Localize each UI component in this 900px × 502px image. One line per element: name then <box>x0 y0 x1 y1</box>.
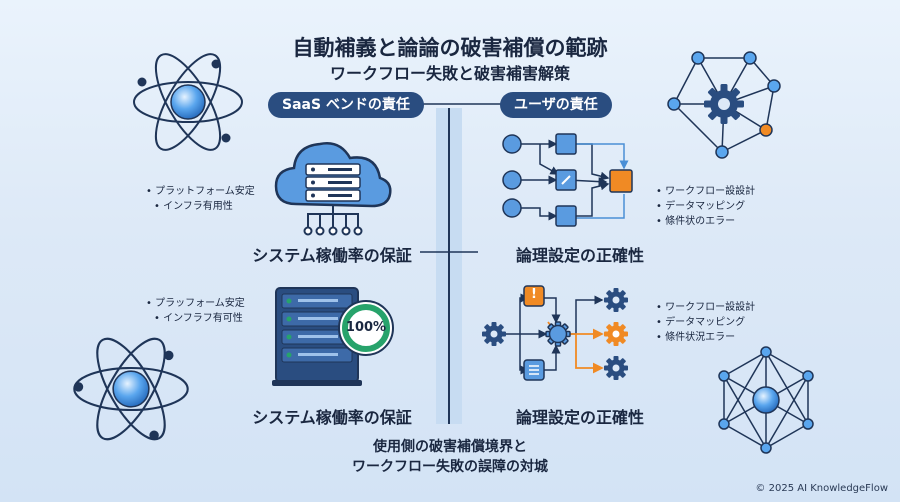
server-rack-icon <box>272 287 362 386</box>
atom-icon <box>133 53 243 151</box>
workflow-failure-diagram <box>482 285 628 381</box>
user-header: ユーザの責任 <box>500 92 612 118</box>
list-item: 條件状のエラー <box>656 214 755 229</box>
page-subtitle: ワークフロー失敗と破害補害解策 <box>329 64 570 83</box>
network-mesh-icon <box>718 346 814 454</box>
left-bottom-caption: システム稼働率の保証 <box>252 408 412 427</box>
network-gear-icon <box>667 51 781 159</box>
list-item: インフラ有用性 <box>146 199 255 214</box>
alert-icon: ! <box>531 287 537 302</box>
page-title: 自動補義と論論の破害補償の範跡 <box>292 36 608 60</box>
atom-icon <box>73 337 189 441</box>
right-top-caption: 論理設定の正確性 <box>515 246 644 265</box>
bottom-text-line-2: ワークフロー失敗の誤障の対城 <box>352 459 548 475</box>
saas-vendor-header: SaaS ベンドの責任 <box>268 92 424 118</box>
list-item: データマッピング <box>656 199 755 214</box>
copyright-footer: © 2025 AI KnowledgeFlow <box>755 483 888 494</box>
left-top-caption: システム稼働率の保証 <box>252 246 412 265</box>
list-item: ワークフロー設設計 <box>656 184 755 199</box>
uptime-gauge <box>338 300 394 356</box>
list-item: データマッピング <box>656 315 755 330</box>
right-bottom-caption: 論理設定の正確性 <box>515 408 644 427</box>
left-bottom-bullets: プラッフォーム安定 インフラフ有可性 <box>146 296 245 326</box>
list-item: 條件状況エラー <box>656 330 755 345</box>
right-top-bullets: ワークフロー設設計 データマッピング 條件状のエラー <box>656 184 755 229</box>
list-item: プラッフォーム安定 <box>146 296 245 311</box>
uptime-badge: 100% <box>345 320 387 335</box>
left-top-bullets: プラットフォーム安定 インフラ有用性 <box>146 184 255 214</box>
bottom-text-line-1: 使用側の破害補償境界と <box>373 439 527 455</box>
workflow-diagram <box>502 133 633 227</box>
list-item: インフラフ有可性 <box>146 311 245 326</box>
right-bottom-bullets: ワークフロー設設計 データマッピング 條件状況エラー <box>656 300 755 345</box>
list-item: ワークフロー設設計 <box>656 300 755 315</box>
cloud-server-icon <box>274 142 392 236</box>
list-item: プラットフォーム安定 <box>146 184 255 199</box>
